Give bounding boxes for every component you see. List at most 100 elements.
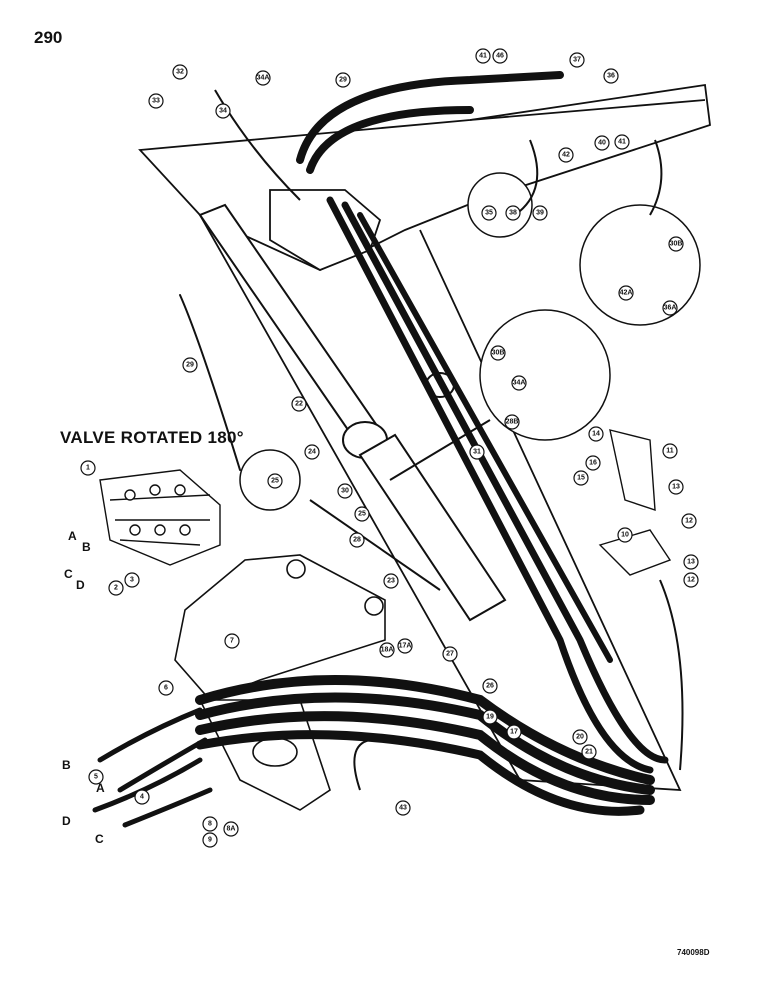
hose-port-b: B xyxy=(62,758,71,772)
svg-text:25: 25 xyxy=(358,511,366,518)
valve-port-c: C xyxy=(64,567,73,581)
detail-circles xyxy=(239,172,701,511)
callout-17: 17 xyxy=(506,724,522,740)
callout-19: 19 xyxy=(482,709,498,725)
svg-text:18A: 18A xyxy=(381,647,394,654)
svg-text:10: 10 xyxy=(621,532,629,539)
boom-cylinder xyxy=(198,203,507,622)
callout-12a: 12 xyxy=(681,513,697,529)
svg-text:8: 8 xyxy=(208,821,212,828)
callout-5: 5 xyxy=(88,769,104,785)
callout-22: 22 xyxy=(291,396,307,412)
callout-18a: 18A xyxy=(379,642,395,658)
svg-text:4: 4 xyxy=(140,794,144,801)
valve-port-b: B xyxy=(82,540,91,554)
callout-36: 36 xyxy=(603,68,619,84)
callout-group: 1 2 3 6 7 8 8A 9 10 11 12 12 13 13 14 15… xyxy=(80,48,699,848)
callout-42a: 42A xyxy=(618,285,634,301)
svg-text:30: 30 xyxy=(341,488,349,495)
svg-text:34A: 34A xyxy=(257,75,270,82)
callout-2: 2 xyxy=(108,580,124,596)
svg-text:9: 9 xyxy=(208,837,212,844)
svg-text:3: 3 xyxy=(130,577,134,584)
svg-text:38: 38 xyxy=(509,210,517,217)
svg-text:19: 19 xyxy=(486,714,494,721)
callout-15: 15 xyxy=(573,470,589,486)
callout-20: 20 xyxy=(572,729,588,745)
callout-17a: 17A xyxy=(397,638,413,654)
svg-text:17A: 17A xyxy=(399,643,412,650)
svg-text:28B: 28B xyxy=(506,419,519,426)
svg-text:27: 27 xyxy=(446,651,454,658)
figure-code: 740098D xyxy=(677,948,710,957)
svg-text:33: 33 xyxy=(152,98,160,105)
callout-28: 28 xyxy=(349,532,365,548)
svg-text:28: 28 xyxy=(353,537,361,544)
svg-text:41: 41 xyxy=(618,139,626,146)
svg-text:5: 5 xyxy=(94,774,98,781)
callout-30b-b: 30B xyxy=(668,236,684,252)
svg-text:13: 13 xyxy=(672,484,680,491)
svg-text:36: 36 xyxy=(607,73,615,80)
svg-text:24: 24 xyxy=(308,449,316,456)
svg-text:30B: 30B xyxy=(670,241,683,248)
leader-arrows xyxy=(214,89,684,791)
valve-port-a: A xyxy=(68,529,77,543)
callout-13a: 13 xyxy=(668,479,684,495)
callout-38: 38 xyxy=(505,205,521,221)
svg-text:26: 26 xyxy=(486,683,494,690)
callout-24: 24 xyxy=(304,444,320,460)
svg-text:12: 12 xyxy=(687,577,695,584)
callout-12b: 12 xyxy=(683,572,699,588)
svg-text:22: 22 xyxy=(295,401,303,408)
callout-16: 16 xyxy=(585,455,601,471)
brackets xyxy=(598,429,672,576)
callout-27: 27 xyxy=(442,646,458,662)
callout-10: 10 xyxy=(617,527,633,543)
svg-text:17: 17 xyxy=(510,729,518,736)
svg-text:29: 29 xyxy=(186,362,194,369)
callout-35: 35 xyxy=(481,205,497,221)
port-labels: A B C D B A D C xyxy=(62,529,105,846)
callout-29a: 29 xyxy=(335,72,351,88)
callout-6: 6 xyxy=(158,680,174,696)
callout-21: 21 xyxy=(581,744,597,760)
svg-text:21: 21 xyxy=(585,749,593,756)
callout-13b: 13 xyxy=(683,554,699,570)
callout-33: 33 xyxy=(148,93,164,109)
valve-port-d: D xyxy=(76,578,85,592)
callout-34a-b: 34A xyxy=(511,375,527,391)
hose-bundle xyxy=(92,71,669,828)
callout-4: 4 xyxy=(134,789,150,805)
callout-46: 46 xyxy=(492,48,508,64)
hose-port-a: A xyxy=(96,781,105,795)
svg-text:13: 13 xyxy=(687,559,695,566)
callout-31: 31 xyxy=(469,444,485,460)
svg-text:8A: 8A xyxy=(227,826,236,833)
callout-25b: 25 xyxy=(354,506,370,522)
callout-3: 3 xyxy=(124,572,140,588)
callout-29b: 29 xyxy=(182,357,198,373)
callout-36a: 36A xyxy=(662,300,678,316)
svg-text:6: 6 xyxy=(164,685,168,692)
hose-port-c: C xyxy=(95,832,104,846)
svg-text:20: 20 xyxy=(576,734,584,741)
callout-40: 40 xyxy=(594,135,610,151)
callout-26: 26 xyxy=(482,678,498,694)
svg-text:42: 42 xyxy=(562,152,570,159)
callout-34a-a: 34A xyxy=(255,70,271,86)
svg-text:7: 7 xyxy=(230,638,234,645)
page-number: 290 xyxy=(34,28,63,47)
callout-8a: 8A xyxy=(223,821,239,837)
control-valve xyxy=(99,469,221,566)
svg-text:36A: 36A xyxy=(664,305,677,312)
callout-9: 9 xyxy=(202,832,218,848)
svg-text:15: 15 xyxy=(577,475,585,482)
svg-text:30B: 30B xyxy=(492,350,505,357)
valve-rotated-heading: VALVE ROTATED 180° xyxy=(60,428,244,447)
svg-text:14: 14 xyxy=(592,431,600,438)
callout-1: 1 xyxy=(80,460,96,476)
svg-text:32: 32 xyxy=(176,69,184,76)
svg-text:37: 37 xyxy=(573,57,581,64)
